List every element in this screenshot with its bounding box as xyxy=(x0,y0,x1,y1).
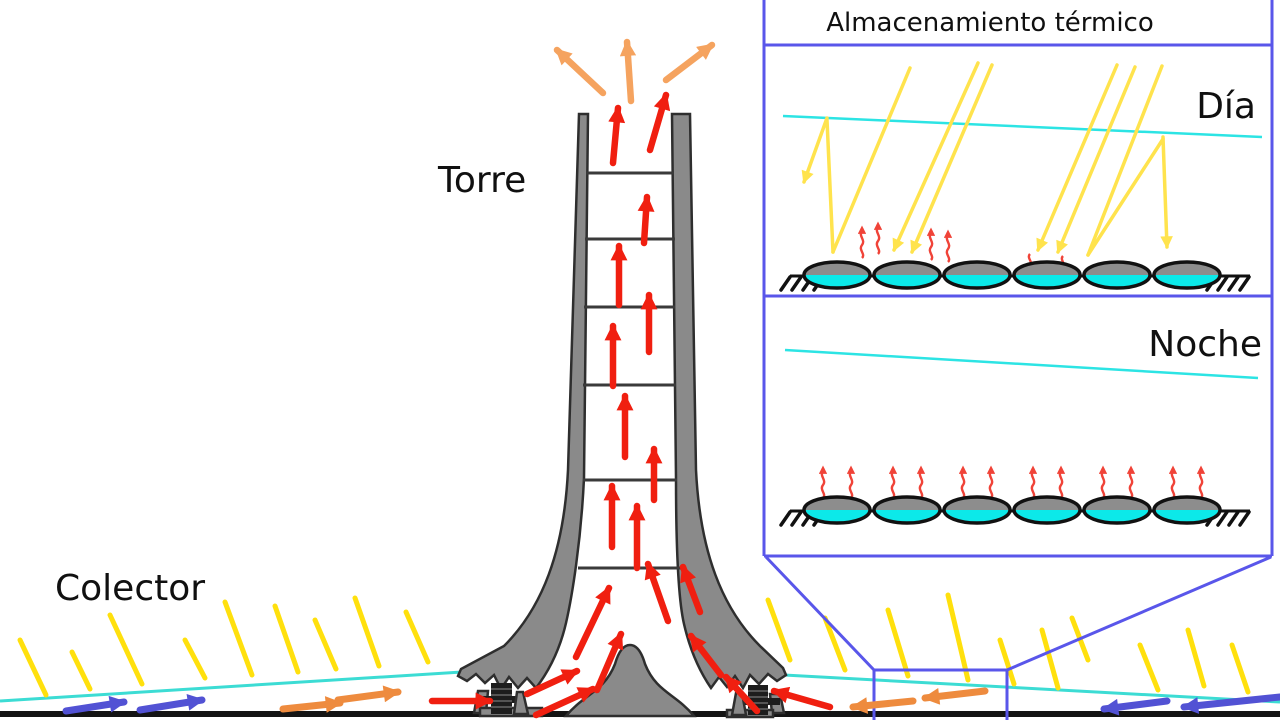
cold-air-arrows xyxy=(62,693,1280,716)
cold-air-arrow xyxy=(136,693,206,714)
updraft-arrows xyxy=(428,91,834,719)
exit-air-arrow xyxy=(619,38,637,105)
tower-crossbars xyxy=(578,171,686,570)
sun-rays-left xyxy=(17,595,431,698)
updraft-arrow xyxy=(637,193,655,247)
sun-ray xyxy=(910,63,994,254)
sun-ray xyxy=(69,649,93,692)
sun-ray xyxy=(892,61,980,252)
sun-ray xyxy=(1086,64,1164,257)
tower-wall-right xyxy=(670,112,788,691)
day-sun-rays xyxy=(801,61,1173,257)
cold-air-arrow xyxy=(62,695,128,715)
sun-ray xyxy=(1056,65,1137,254)
water-bag xyxy=(1152,495,1222,525)
warm-air-arrow xyxy=(921,687,989,705)
ground-mound xyxy=(563,643,697,718)
reflected-ray xyxy=(1160,135,1173,249)
water-bag xyxy=(872,495,942,525)
updraft-arrow xyxy=(646,91,671,154)
water-bag xyxy=(1082,495,1152,525)
water-bag xyxy=(1012,495,1082,525)
updraft-arrow xyxy=(644,560,672,625)
canopy-line-night xyxy=(784,348,1259,380)
tower-label: Torre xyxy=(437,160,526,201)
day-panel: Día xyxy=(779,61,1263,292)
water-bag xyxy=(802,495,872,525)
sun-ray xyxy=(312,617,339,672)
warm-air-arrows xyxy=(279,685,989,714)
updraft-arrow xyxy=(722,673,761,715)
reflected-ray xyxy=(1086,137,1165,257)
sun-ray xyxy=(1137,642,1161,693)
reflected-ray xyxy=(801,116,829,184)
sun-ray xyxy=(222,599,255,678)
callout-diagonal-right xyxy=(1006,555,1272,672)
canopy-line-day xyxy=(782,114,1263,139)
sun-ray xyxy=(1039,627,1061,691)
updraft-arrow xyxy=(679,563,704,616)
sun-ray xyxy=(17,637,49,698)
thermal-storage-inset: Almacenamiento térmico Día xyxy=(762,0,1274,558)
cold-air-arrow xyxy=(1100,697,1171,716)
sun-ray xyxy=(107,612,145,687)
updraft-arrow xyxy=(608,104,626,167)
tower-wall-left xyxy=(456,112,590,692)
sun-ray xyxy=(1036,63,1119,252)
exit-air-arrow xyxy=(553,46,607,97)
updraft-arrow xyxy=(687,632,725,679)
inset-title: Almacenamiento térmico xyxy=(826,8,1154,38)
sun-ray xyxy=(352,595,382,669)
cold-air-arrow xyxy=(1180,693,1280,714)
callout-diagonal-left xyxy=(764,555,876,672)
water-bag xyxy=(1152,260,1222,290)
turbine-support xyxy=(512,690,530,716)
canopy-right xyxy=(783,673,1280,704)
updraft-arrow xyxy=(572,584,613,661)
sun-ray xyxy=(765,597,793,663)
sun-ray xyxy=(822,615,848,673)
callout-rectangle xyxy=(872,668,1009,720)
sun-ray xyxy=(403,609,431,665)
sun-ray xyxy=(272,603,301,675)
warm-air-arrow xyxy=(279,696,344,713)
exit-air-arrows xyxy=(553,38,716,105)
night-label: Noche xyxy=(1148,324,1262,365)
updraft-arrow xyxy=(770,686,834,711)
turbine-block xyxy=(491,683,512,714)
collector-label: Colector xyxy=(55,568,205,609)
inset-callout xyxy=(764,555,1272,720)
sun-ray xyxy=(1229,642,1251,695)
day-label: Día xyxy=(1196,86,1256,127)
sun-ray xyxy=(945,592,971,683)
sun-ray xyxy=(182,637,208,681)
night-panel: Noche xyxy=(779,324,1262,527)
water-bag xyxy=(1082,260,1152,290)
water-bag xyxy=(802,260,872,290)
water-bag xyxy=(872,260,942,290)
sun-ray xyxy=(1185,627,1207,689)
water-bag xyxy=(942,495,1012,525)
warm-air-arrow xyxy=(334,685,402,704)
updraft-arrow xyxy=(532,685,597,719)
sun-ray xyxy=(831,66,912,254)
sun-ray xyxy=(885,607,911,679)
water-bag xyxy=(942,260,1012,290)
canopy-left xyxy=(0,670,463,703)
updraft-arrow xyxy=(523,667,581,698)
warm-air-arrow xyxy=(849,697,917,714)
water-bag xyxy=(1012,260,1082,290)
sun-rays-right xyxy=(765,592,1251,695)
exit-air-arrow xyxy=(662,41,716,84)
sun-ray xyxy=(997,637,1017,687)
reflected-ray xyxy=(825,118,835,254)
updraft-arrow xyxy=(593,630,625,694)
